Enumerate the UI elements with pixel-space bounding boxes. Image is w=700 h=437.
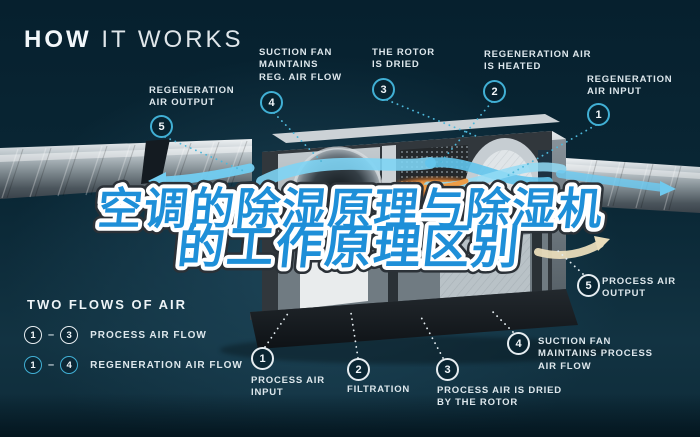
title-bold: HOW — [24, 26, 92, 53]
callout-label-suction-fan-proc: SUCTION FAN MAINTAINS PROCESS AIR FLOW — [538, 336, 653, 372]
leader-lines-process — [264, 249, 584, 359]
callout-number-process-4: 4 — [507, 332, 530, 355]
right-duct — [566, 158, 700, 213]
flow-arrowhead-right — [660, 181, 676, 196]
flow-arrowhead-tan — [594, 236, 610, 251]
air-flow-arrows — [148, 157, 676, 260]
legend-dash: – — [48, 329, 55, 341]
process-flow-main — [256, 157, 436, 188]
legend-row-regeneration: 1 – 4 REGENERATION AIR FLOW — [24, 356, 243, 374]
page-title: HOW IT WORKS — [24, 26, 244, 54]
callout-label-process-input: PROCESS AIR INPUT — [251, 375, 325, 399]
callout-label-rotor-dried: THE ROTOR IS DRIED — [372, 47, 435, 71]
duct-cutaway — [141, 139, 170, 184]
callout-label-filtration: FILTRATION — [347, 384, 411, 395]
legend-circle-to: 4 — [60, 356, 79, 374]
callout-label-process-output: PROCESS AIR OUTPUT — [602, 276, 676, 300]
callout-number-process-5: 5 — [577, 274, 600, 297]
callout-number-regeneration-4: 4 — [260, 91, 283, 114]
legend-dash: – — [48, 359, 55, 371]
callout-label-suction-fan-reg: SUCTION FAN MAINTAINS REG. AIR FLOW — [259, 47, 342, 83]
rotor-lower-honeycomb — [440, 234, 530, 307]
flow-arrowhead-left — [148, 172, 166, 190]
legend-label-regeneration: REGENERATION AIR FLOW — [90, 359, 243, 371]
callout-number-regeneration-3: 3 — [372, 78, 395, 101]
legend-label-process: PROCESS AIR FLOW — [90, 329, 207, 341]
legend-circle-from: 1 — [24, 356, 42, 374]
callout-label-regeneration-output: REGENERATION AIR OUTPUT — [149, 85, 235, 109]
process-output-flow — [534, 240, 604, 260]
leader-lines-regeneration — [164, 99, 597, 177]
callout-label-regeneration-input: REGENERATION AIR INPUT — [587, 74, 673, 98]
title-light: IT WORKS — [101, 26, 244, 53]
callout-number-process-1: 1 — [251, 347, 274, 370]
legend-row-process: 1 – 3 PROCESS AIR FLOW — [24, 326, 207, 344]
callout-number-process-3: 3 — [436, 358, 459, 381]
callout-label-process-dried: PROCESS AIR IS DRIED BY THE ROTOR — [437, 385, 562, 409]
legend-circle-from: 1 — [24, 326, 42, 344]
callout-number-process-2: 2 — [347, 358, 370, 381]
legend-circle-to: 3 — [60, 326, 79, 344]
electrical-box — [300, 252, 368, 309]
machine-right-face — [552, 131, 566, 311]
heated-air-flow — [399, 178, 469, 190]
legend-heading: TWO FLOWS OF AIR — [27, 297, 188, 312]
machine-lid — [272, 114, 560, 143]
regeneration-output-flow — [157, 163, 255, 186]
left-duct — [0, 139, 252, 199]
machine-base — [250, 289, 578, 349]
callout-number-regeneration-2: 2 — [483, 80, 506, 103]
callout-number-regeneration-1: 1 — [587, 103, 610, 126]
callout-label-air-heated: REGENERATION AIR IS HEATED — [484, 49, 592, 73]
callout-number-regeneration-5: 5 — [150, 115, 173, 138]
